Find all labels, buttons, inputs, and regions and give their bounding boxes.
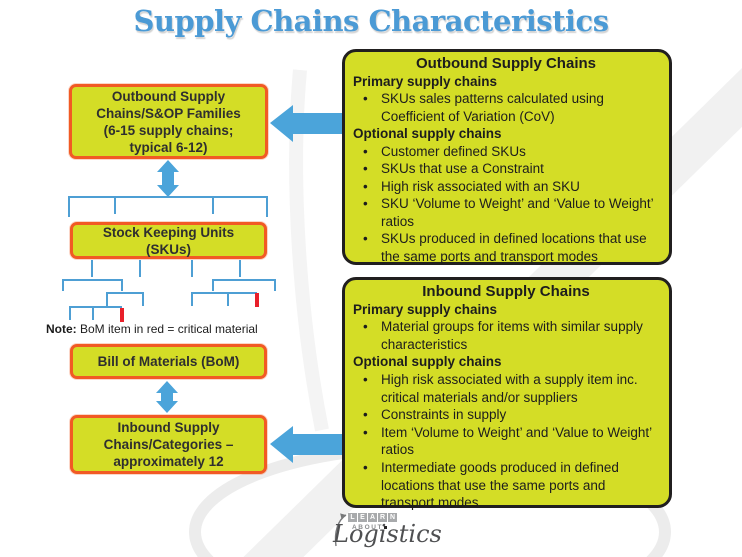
optional-heading: Optional supply chains bbox=[353, 354, 502, 370]
arrow-bom-inbound bbox=[156, 381, 178, 413]
bom-critical-ticks bbox=[120, 293, 259, 322]
list-item: SKUs produced in defined locations that … bbox=[351, 230, 661, 265]
list-item: SKUs that use a Constraint bbox=[351, 160, 661, 178]
logo-letter: A bbox=[368, 513, 377, 522]
list-item: SKUs sales patterns calculated using Coe… bbox=[351, 90, 661, 125]
bom-tree bbox=[62, 260, 276, 320]
note-body: BoM item in red = critical material bbox=[76, 322, 258, 336]
logo-dot bbox=[384, 526, 388, 529]
inbound-panel: Inbound Supply Chains Primary supply cha… bbox=[342, 277, 672, 510]
logo-letter: E bbox=[358, 513, 367, 522]
logo-script-text: Logistics bbox=[333, 520, 442, 548]
watermark-curve bbox=[289, 69, 329, 432]
sku-comb-bracket bbox=[68, 196, 268, 217]
logo-letter: R bbox=[378, 513, 387, 522]
sku-box: Stock Keeping Units (SKUs) bbox=[70, 222, 267, 259]
logo-learn-letters: L E A R N bbox=[348, 513, 397, 522]
learn-about-logistics-logo: L E A R N ABOUT Logistics bbox=[330, 504, 470, 556]
page-title: Supply Chains Characteristics bbox=[133, 4, 609, 38]
logo-swoosh-icon bbox=[334, 513, 347, 547]
list-item: SKU ‘Volume to Weight’ and ‘Value to Wei… bbox=[351, 195, 661, 230]
outbound-panel-title: Outbound Supply Chains bbox=[416, 55, 596, 72]
bom-box: Bill of Materials (BoM) bbox=[70, 344, 267, 379]
arrow-inbound-link bbox=[270, 426, 342, 463]
logo-letter: L bbox=[348, 513, 357, 522]
list-item: Constraints in supply bbox=[351, 406, 661, 424]
inbound-panel-title: Inbound Supply Chains bbox=[422, 283, 590, 300]
primary-heading: Primary supply chains bbox=[353, 73, 498, 89]
list-item: High risk associated with an SKU bbox=[351, 178, 661, 196]
note-text: Note: BoM item in red = critical materia… bbox=[46, 322, 286, 336]
arrow-outbound-link bbox=[270, 105, 342, 142]
logo-about: ABOUT bbox=[352, 524, 388, 531]
list-item: Item ‘Volume to Weight’ and ‘Value to We… bbox=[351, 424, 661, 459]
arrow-outbound-sku bbox=[157, 160, 179, 197]
primary-heading: Primary supply chains bbox=[353, 301, 498, 317]
list-item: Material groups for items with similar s… bbox=[351, 318, 661, 353]
inbound-categories-box: Inbound Supply Chains/Categories – appro… bbox=[70, 415, 267, 474]
outbound-panel: Outbound Supply Chains Primary supply ch… bbox=[342, 49, 672, 265]
list-item: Intermediate goods produced in defined l… bbox=[351, 459, 661, 512]
note-label: Note: bbox=[46, 322, 77, 336]
optional-heading: Optional supply chains bbox=[353, 126, 502, 141]
list-item: Customer defined SKUs bbox=[351, 143, 661, 161]
logo-letter: N bbox=[388, 513, 397, 522]
list-item: High risk associated with a supply item … bbox=[351, 371, 661, 406]
outbound-families-box: Outbound Supply Chains/S&OP Families (6-… bbox=[69, 84, 268, 159]
logo-about-text: ABOUT bbox=[352, 524, 384, 531]
